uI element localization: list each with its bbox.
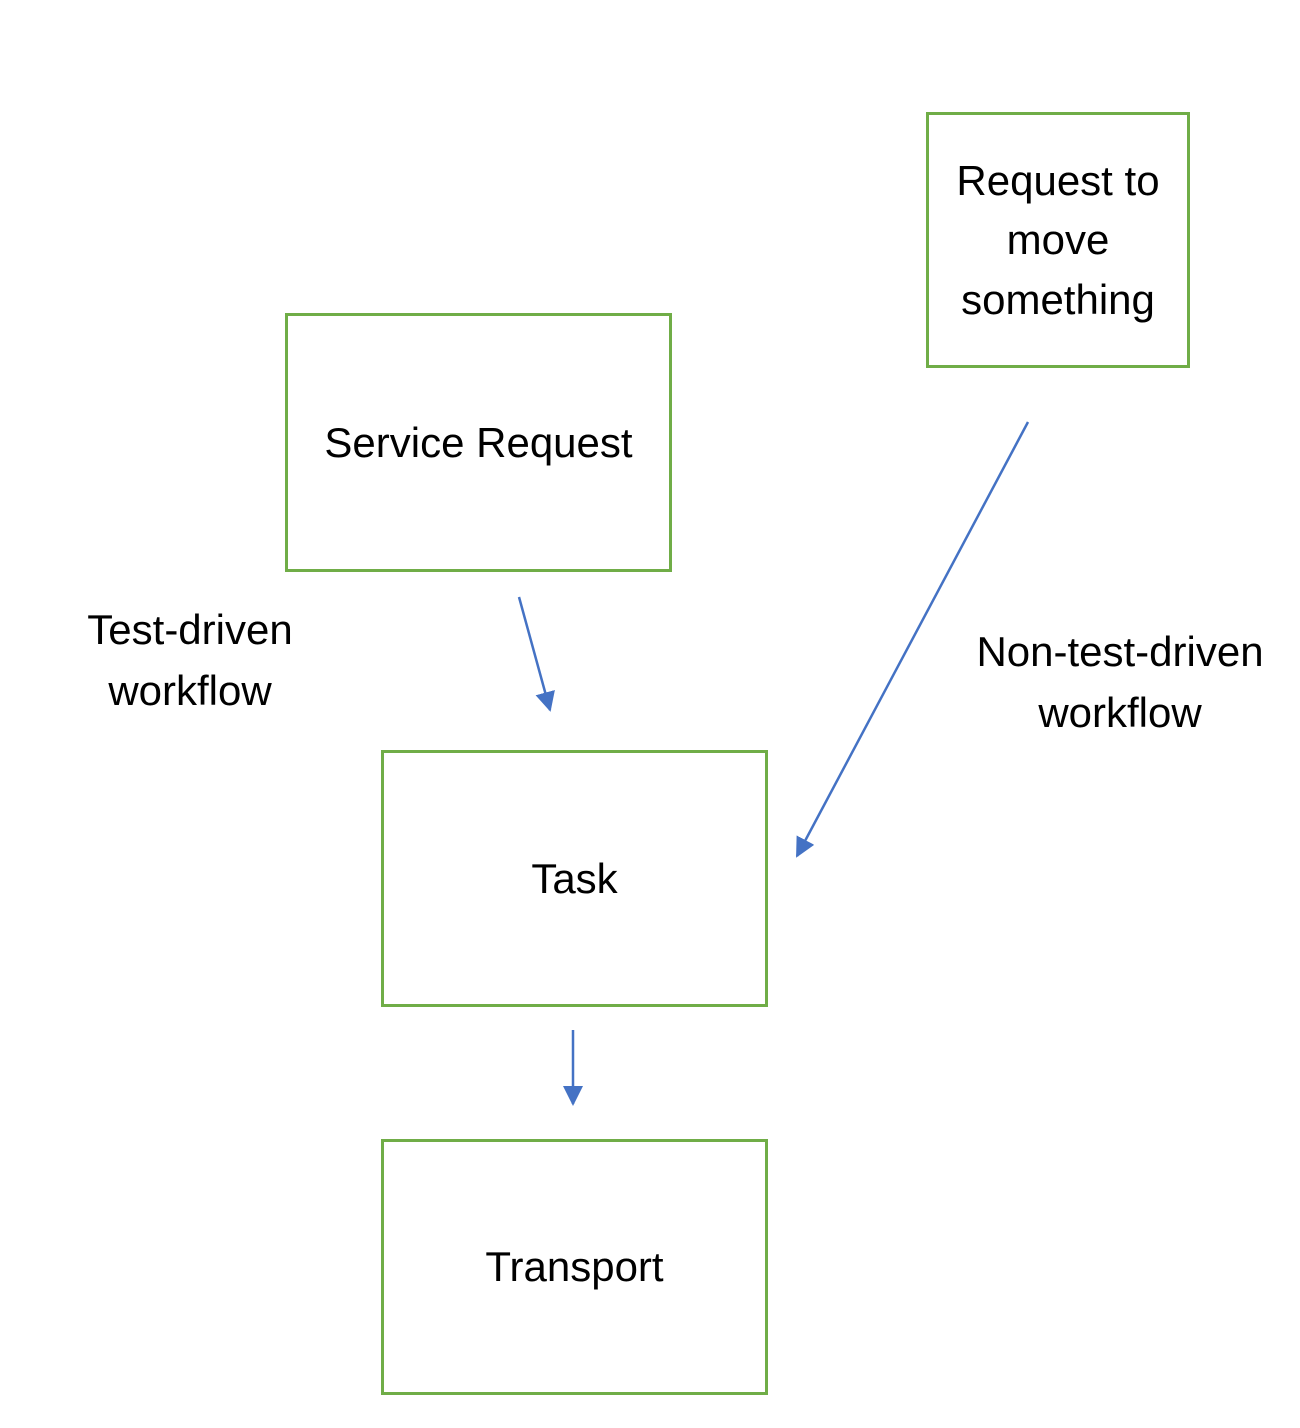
node-task-label: Task (531, 854, 618, 902)
node-transport-label: Transport (485, 1243, 664, 1291)
label-non-test-driven-workflow: Non-test-driven workflow (976, 628, 1264, 736)
node-service-request-label: Service Request (324, 418, 633, 466)
node-service-request: Service Request (285, 313, 672, 572)
node-task: Task (381, 750, 768, 1007)
edge-service-request-to-task (517, 596, 555, 712)
node-request-to-move-label: Request to move something (956, 156, 1160, 323)
node-transport: Transport (381, 1139, 768, 1395)
label-test-driven-workflow: Test-driven workflow (87, 606, 293, 714)
node-request-to-move: Request to move something (926, 112, 1190, 368)
